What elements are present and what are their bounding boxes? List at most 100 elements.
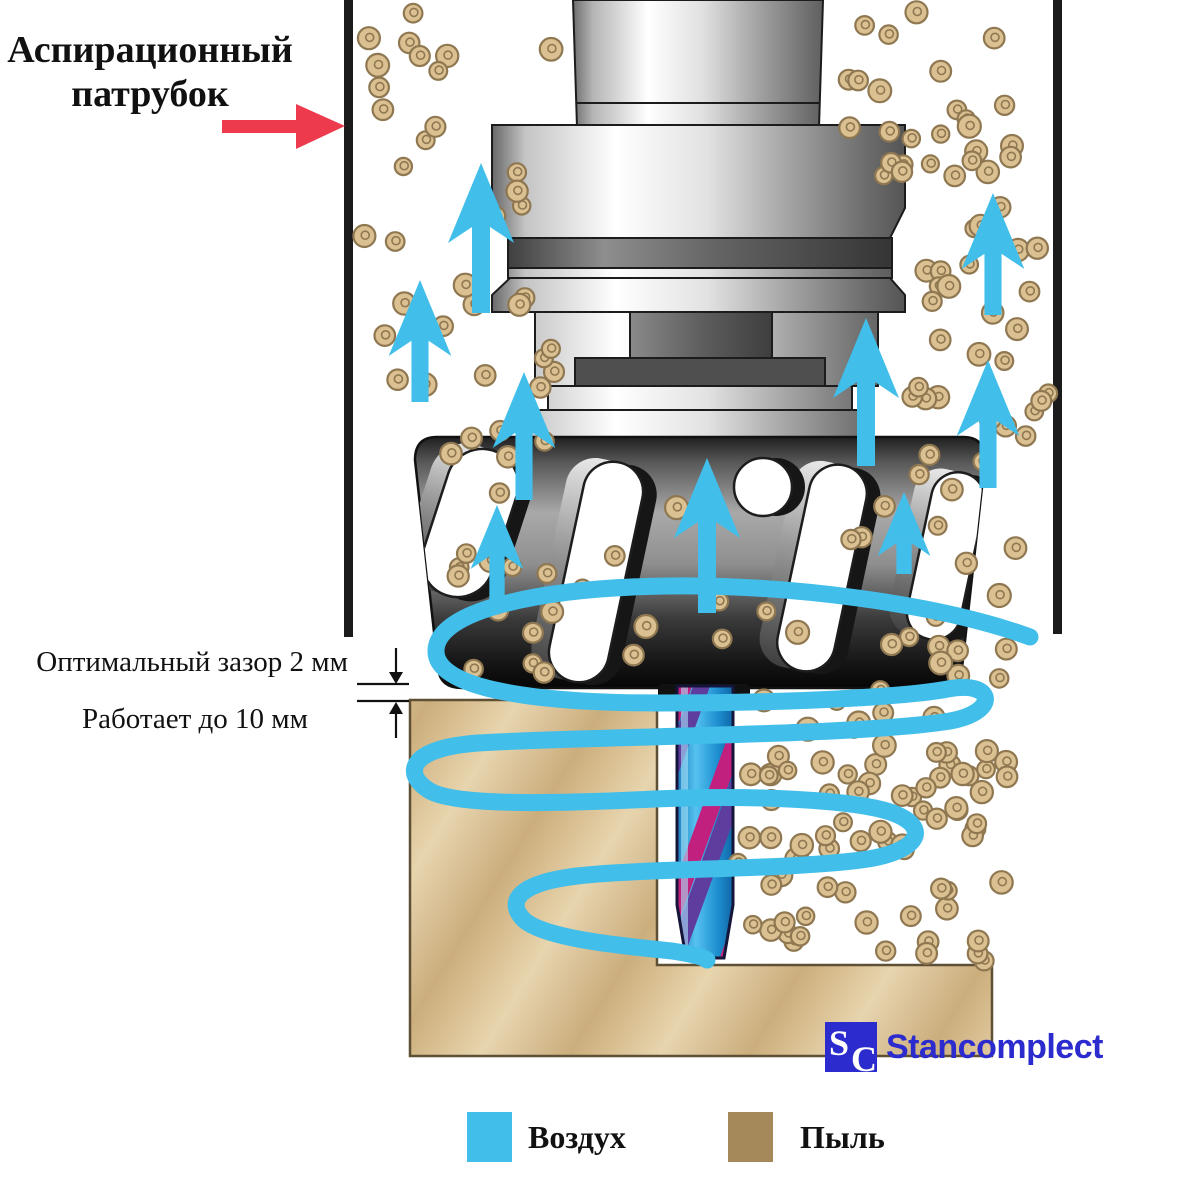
- dust-particle: [908, 376, 929, 398]
- dust-particle: [365, 52, 391, 78]
- pipe-wall-left: [344, 0, 353, 637]
- logo-letter-c: C: [851, 1039, 877, 1079]
- dust-particle: [352, 223, 377, 249]
- dust-particle: [995, 765, 1019, 789]
- air-up-arrow-icon: [470, 505, 524, 605]
- logo-letter-s: S: [829, 1023, 849, 1063]
- dust-particle: [506, 162, 528, 183]
- dust-particle: [756, 601, 777, 622]
- collet-lower-band: [574, 357, 826, 387]
- dust-particle: [961, 150, 983, 172]
- dust-particle: [969, 779, 995, 805]
- dust-particle: [921, 290, 943, 312]
- dust-particle: [946, 639, 969, 663]
- red-pointer-arrow: [222, 104, 345, 149]
- air-up-arrow-icon: [956, 360, 1020, 488]
- dust-particle: [711, 628, 733, 650]
- dust-particle: [988, 668, 1010, 689]
- dust-particle: [879, 632, 904, 657]
- dust-particle: [371, 98, 395, 122]
- dust-particle: [663, 495, 690, 521]
- dust-particle: [428, 60, 449, 81]
- dust-particle: [1018, 280, 1041, 303]
- dust-particle: [875, 940, 897, 962]
- dust-particle: [832, 812, 853, 833]
- dust-particle: [521, 621, 544, 644]
- dust-particle: [899, 905, 922, 928]
- dust-particle: [929, 877, 953, 900]
- dust-particle: [536, 562, 558, 584]
- dust-particle: [847, 69, 869, 92]
- down-arrow-head-icon: [389, 672, 403, 684]
- pipe-wall-right: [1053, 0, 1062, 634]
- logo: S C Stancomplect: [825, 1022, 1104, 1079]
- dust-particle: [966, 929, 990, 953]
- holder-flange-top: [491, 124, 906, 239]
- dust-particle: [368, 76, 391, 99]
- dust-particle: [878, 120, 901, 143]
- shroud-hole: [732, 456, 794, 518]
- dust-particle: [603, 545, 626, 567]
- dust-particle: [935, 896, 959, 921]
- dust-particle: [890, 160, 914, 183]
- legend: Воздух Пыль: [467, 1112, 885, 1162]
- dust-particle: [936, 273, 962, 299]
- dust-particle: [758, 765, 779, 786]
- dust-particle: [890, 784, 914, 807]
- shroud-slot: [531, 458, 657, 686]
- dust-particle: [878, 24, 899, 45]
- dust-particle: [872, 733, 897, 758]
- dust-particle: [439, 441, 463, 466]
- dust-particle: [943, 164, 967, 188]
- holder-thin-ring: [507, 267, 893, 279]
- dust-particle: [915, 777, 937, 799]
- dust-particle: [495, 444, 520, 469]
- air-up-arrow-icon: [961, 193, 1025, 315]
- dust-particle: [455, 543, 477, 564]
- dust-particle: [994, 351, 1015, 372]
- dust-particle: [737, 825, 762, 850]
- dimension-marks: [357, 648, 409, 738]
- dust-particle: [920, 154, 941, 174]
- dust-particle: [867, 78, 893, 104]
- dust-particle: [993, 94, 1016, 117]
- dust-particle: [356, 26, 381, 51]
- dust-particle: [901, 128, 922, 149]
- dust-particle: [424, 115, 447, 138]
- holder-groove-ring: [507, 237, 893, 269]
- dust-particle: [386, 368, 409, 391]
- title-line1: Аспирационный: [7, 29, 292, 71]
- dust-particle: [1025, 236, 1050, 260]
- dust-particle: [986, 582, 1012, 609]
- holder-flange-bottom: [491, 277, 906, 313]
- dust-particle: [944, 795, 969, 821]
- dust-particle: [982, 26, 1006, 50]
- dust-particle: [868, 819, 893, 844]
- dust-particle: [873, 494, 896, 518]
- dust-particle: [760, 873, 783, 896]
- dust-particle: [834, 881, 857, 904]
- dust-particle: [373, 324, 397, 348]
- dust-particle: [633, 613, 659, 640]
- dust-particle: [1030, 389, 1053, 412]
- dust-particle: [974, 738, 1000, 764]
- dust-particle: [950, 761, 975, 787]
- dust-particle: [1004, 317, 1029, 342]
- dust-particle: [989, 870, 1014, 895]
- dust-particle: [789, 925, 811, 947]
- dust-particle: [507, 292, 532, 317]
- dust-particle: [384, 231, 406, 252]
- dust-particle: [742, 914, 763, 935]
- spindle-shaft: [571, 0, 825, 128]
- aspiration-pipe-walls: [344, 0, 1062, 637]
- dust-particle: [532, 661, 556, 684]
- legend-air-swatch: [467, 1112, 512, 1162]
- depth-label: Работает до 10 мм: [82, 703, 308, 735]
- title-line2: патрубок: [71, 73, 229, 115]
- dust-particle: [849, 829, 872, 853]
- dust-particle: [966, 341, 992, 367]
- dust-particle: [814, 825, 837, 847]
- dust-particle: [1014, 425, 1037, 447]
- dust-particle: [402, 2, 424, 24]
